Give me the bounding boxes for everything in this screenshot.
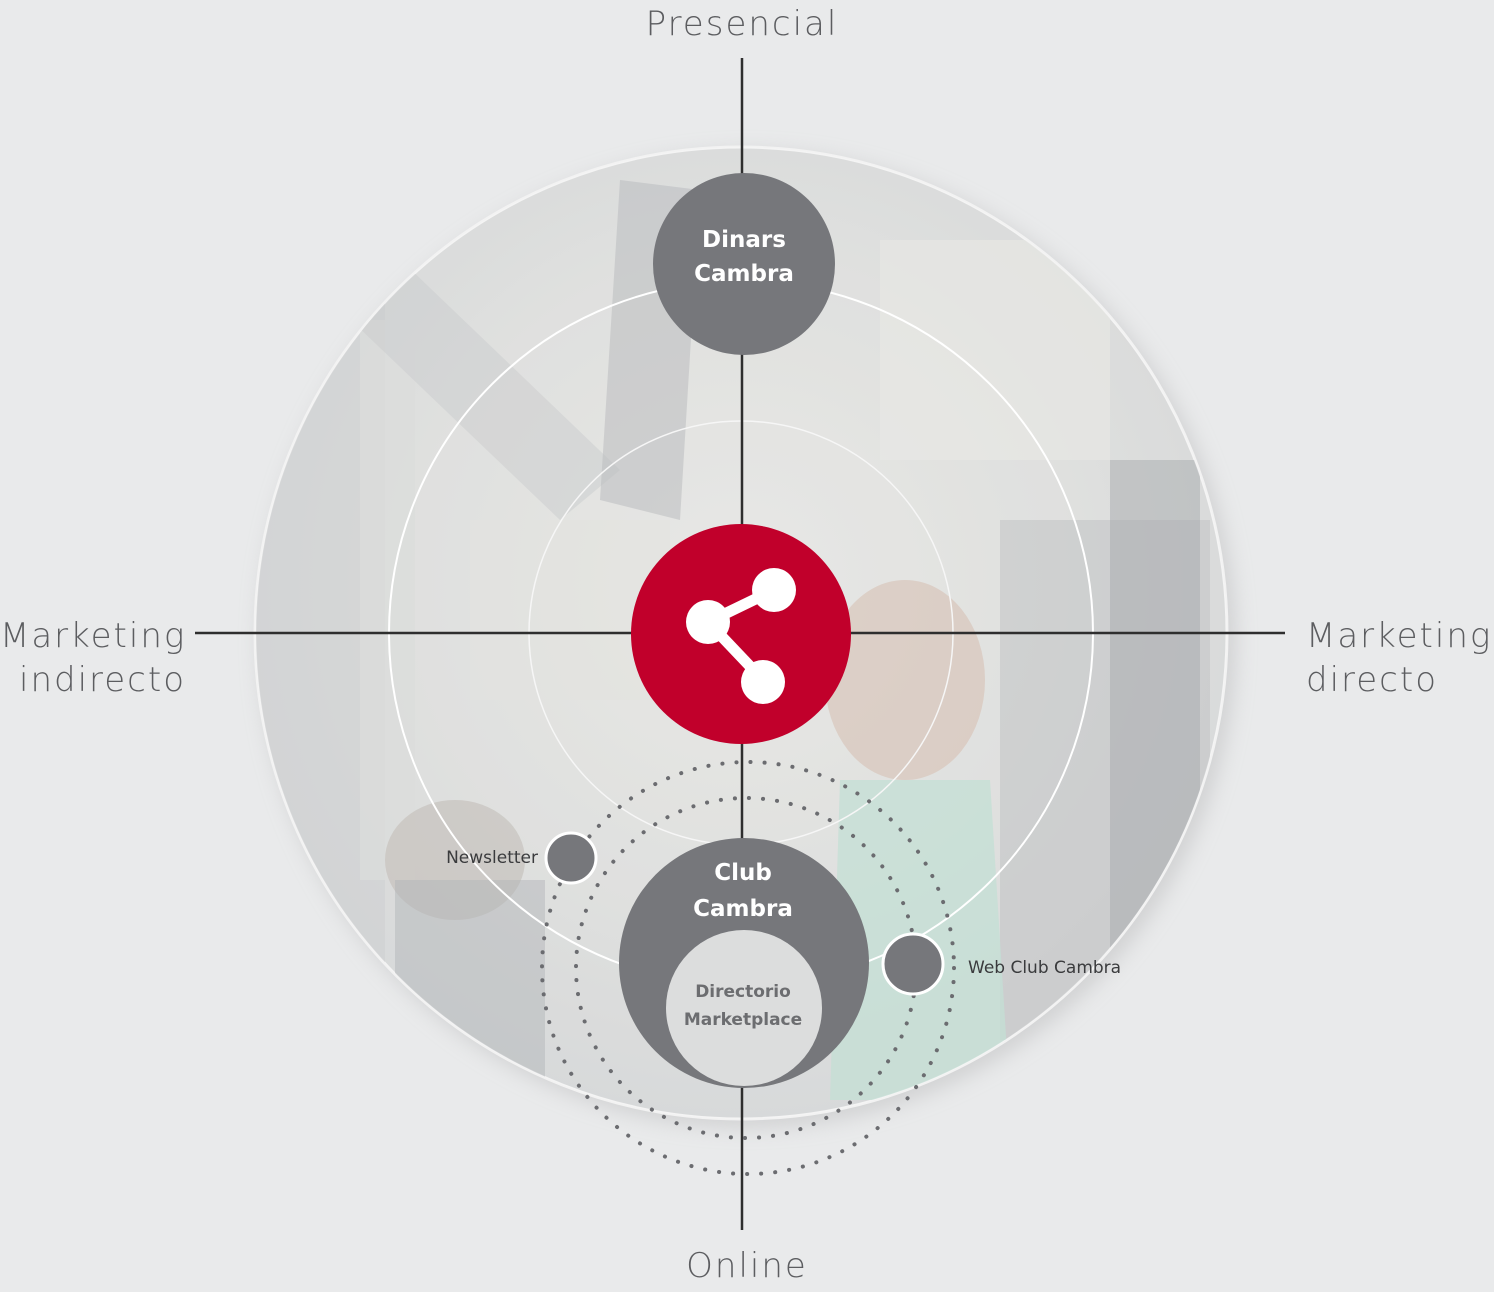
- club-cambra-label: Club Cambra: [620, 855, 866, 927]
- axis-label-top: Presencial: [645, 4, 839, 44]
- axis-label-bottom: Online: [686, 1246, 808, 1286]
- dinars-cambra-line1: Dinars: [702, 227, 786, 253]
- axis-label-right-line2: directo: [1306, 660, 1439, 700]
- axis-label-left-line2: indirecto: [19, 660, 186, 700]
- axis-label-right: Marketing directo: [1306, 614, 1494, 702]
- axis-label-left: Marketing indirecto: [0, 614, 186, 702]
- share-icon: [686, 568, 796, 704]
- club-cambra-line2: Cambra: [693, 896, 793, 922]
- dinars-cambra-label: Dinars Cambra: [654, 223, 834, 291]
- newsletter-node: [544, 831, 598, 885]
- dinars-cambra-line2: Cambra: [694, 261, 794, 287]
- directorio-line2: Marketplace: [683, 1010, 803, 1030]
- newsletter-label: Newsletter: [446, 848, 538, 868]
- axis-label-right-line1: Marketing: [1306, 616, 1493, 656]
- club-cambra-line1: Club: [714, 860, 772, 886]
- dotted-orbit-outer: [540, 760, 956, 1176]
- directorio-line1: Directorio: [695, 982, 791, 1002]
- web-club-cambra-node: [881, 932, 945, 996]
- axis-label-left-line1: Marketing: [0, 616, 187, 656]
- dinars-cambra-node: [653, 173, 835, 355]
- directorio-marketplace-label: Directorio Marketplace: [666, 978, 820, 1034]
- web-club-cambra-label: Web Club Cambra: [968, 958, 1122, 978]
- center-node: [631, 524, 851, 744]
- directorio-marketplace-node: [666, 930, 822, 1086]
